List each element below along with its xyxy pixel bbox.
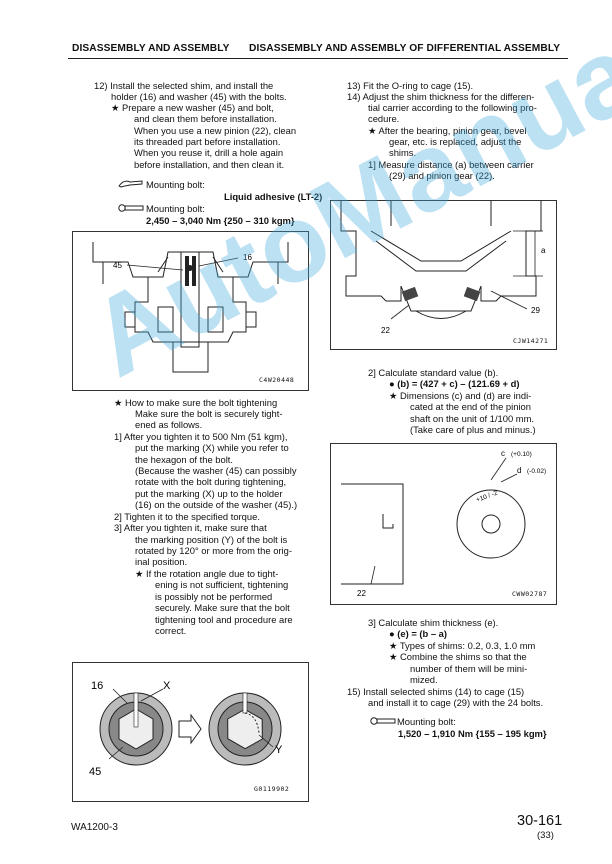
- fig3-label-c: c: [501, 449, 505, 458]
- right-line: ★ Types of shims: 0.2, 0.3, 1.0 mm: [389, 640, 536, 651]
- step12-line: before installation, and then clean it.: [134, 159, 285, 170]
- right-line: cated at the end of the pinion: [410, 401, 531, 412]
- step12-line: When you reuse it, drill a hole again: [134, 147, 284, 158]
- tightening-line: ening is not sufficient, tightening: [155, 579, 289, 590]
- fig4-label-16: 16: [91, 680, 103, 692]
- tightening-line: tightening tool and procedure are: [155, 614, 293, 625]
- right-line: 14) Adjust the shim thickness for the di…: [347, 91, 535, 102]
- tightening-line: inal position.: [135, 556, 188, 567]
- footer-model: WA1200-3: [71, 822, 118, 833]
- fig3-label-c-value: (+0.10): [511, 451, 532, 458]
- tightening-line: the marking position (Y) of the bolt is: [135, 534, 288, 545]
- right-line: mized.: [410, 674, 438, 685]
- torque-label-right: Mounting bolt:: [397, 716, 456, 727]
- fig3-caption: CWW02787: [512, 590, 548, 598]
- step12-line: holder (16) and washer (45) with the bol…: [111, 91, 287, 102]
- torque-label: Mounting bolt:: [146, 203, 205, 214]
- fig1-label-16: 16: [243, 253, 252, 262]
- right-line: (Take care of plus and minus.): [410, 424, 536, 435]
- fig2-label-29: 29: [531, 306, 540, 315]
- fig4-label-x: X: [163, 680, 171, 692]
- right-line: gear, etc. is replaced, adjust the: [389, 136, 522, 147]
- right-line: shaft on the unit of 1/100 mm.: [410, 413, 535, 424]
- header-page-title: DISASSEMBLY AND ASSEMBLY OF DIFFERENTIAL…: [249, 43, 561, 54]
- tightening-line: is possibly not be performed: [155, 591, 273, 602]
- torque-value-right: 1,520 – 1,910 Nm {155 – 195 kgm}: [398, 728, 547, 739]
- fig4-label-y: Y: [275, 744, 283, 756]
- footer-page-number: 30-161: [517, 813, 563, 829]
- tightening-line: rotated by 120° or more from the orig-: [135, 545, 292, 556]
- right-line: ★ Combine the shims so that the: [389, 651, 527, 662]
- right-line: (29) and pinion gear (22).: [389, 170, 495, 181]
- torque-value: 2,450 – 3,040 Nm {250 – 310 kgm}: [146, 215, 295, 226]
- tightening-line: correct.: [155, 625, 187, 636]
- torque-wrench-icon: [370, 717, 396, 725]
- figure-bolt-marking: 16 X 45 Y G0119902: [72, 662, 309, 802]
- tightening-line: (Because the washer (45) can possibly: [135, 465, 297, 476]
- tightening-line: the hexagon of the bolt.: [135, 454, 233, 465]
- right-line: tial carrier according to the following …: [368, 102, 537, 113]
- tightening-line: Make sure the bolt is securely tight-: [135, 408, 283, 419]
- tightening-line: ened as follows.: [135, 419, 203, 430]
- step12-line: its threaded part before installation.: [134, 136, 281, 147]
- bolt-marking-drawing: 16 X 45 Y: [89, 680, 283, 778]
- fig2-label-a: a: [541, 246, 546, 255]
- formula-b: ● (b) = (427 + c) – (121.69 + d): [389, 378, 520, 389]
- tightening-line: put the marking (X) while you refer to: [135, 442, 289, 453]
- tightening-line: 3] After you tighten it, make sure that: [114, 522, 267, 533]
- adhesive-value: Liquid adhesive (LT-2): [224, 191, 323, 202]
- right-line: cedure.: [368, 113, 400, 124]
- tightening-line: ★ If the rotation angle due to tight-: [135, 568, 279, 579]
- differential-drawing: 45 16: [92, 242, 289, 373]
- tightening-line: 1] After you tighten it to 500 Nm (51 kg…: [114, 431, 288, 442]
- step12-line: and clean them before installation.: [134, 113, 277, 124]
- pinion-end-drawing: c (+0.10) d (-0.02) +10 / -2 22: [341, 449, 546, 598]
- fig3-label-22: 22: [357, 589, 366, 598]
- right-line: 1] Measure distance (a) between carrier: [368, 159, 534, 170]
- fig4-label-45: 45: [89, 766, 101, 778]
- footer-sub-page: (33): [537, 830, 554, 841]
- tightening-line: rotate with the bolt during tightening,: [135, 476, 287, 487]
- step12-line: ★ Prepare a new washer (45) and bolt,: [111, 102, 274, 113]
- fig2-caption: CJW14271: [513, 337, 549, 345]
- right-line: ★ Dimensions (c) and (d) are indi-: [389, 390, 532, 401]
- step12-line: 12) Install the selected shim, and insta…: [94, 80, 274, 91]
- right-line: ★ After the bearing, pinion gear, bevel: [368, 125, 527, 136]
- fig1-caption: C4W20448: [259, 376, 295, 384]
- tightening-line: 2] Tighten it to the specified torque.: [114, 511, 260, 522]
- header-section-title: DISASSEMBLY AND ASSEMBLY: [72, 43, 230, 54]
- header-rule: [68, 58, 568, 59]
- carrier-drawing: a 29 22: [340, 201, 546, 335]
- figure-pinion-shaft-end: c (+0.10) d (-0.02) +10 / -2 22 CWW02787: [330, 443, 557, 605]
- adhesive-label: Mounting bolt:: [146, 179, 205, 190]
- right-line: and install it to cage (29) with the 24 …: [368, 697, 544, 708]
- fig2-label-22: 22: [381, 326, 390, 335]
- fig1-label-45: 45: [113, 261, 122, 270]
- tightening-line: put the marking (X) up to the holder: [135, 488, 283, 499]
- right-line: 3] Calculate shim thickness (e).: [368, 617, 499, 628]
- fig3-label-d: d: [517, 466, 521, 475]
- right-line: number of them will be mini-: [410, 663, 528, 674]
- formula-e: ● (e) = (b – a): [389, 628, 448, 639]
- right-line: 15) Install selected shims (14) to cage …: [347, 686, 525, 697]
- figure-differential-cross-section: 45 16 C4W20448: [72, 231, 309, 391]
- tightening-line: ★ How to make sure the bolt tightening: [114, 397, 278, 408]
- adhesive-icon: [118, 180, 143, 188]
- right-line: shims.: [389, 147, 417, 158]
- right-line: 2] Calculate standard value (b).: [368, 367, 499, 378]
- torque-wrench-icon: [118, 204, 144, 212]
- fig4-caption: G0119902: [254, 785, 290, 793]
- step12-line: When you use a new pinion (22), clean: [134, 125, 297, 136]
- right-line: 13) Fit the O-ring to cage (15).: [347, 80, 474, 91]
- figure-carrier-distance: a 29 22 CJW14271: [330, 200, 557, 350]
- tightening-line: securely. Make sure that the bolt: [155, 602, 290, 613]
- fig3-label-d-value: (-0.02): [527, 468, 546, 475]
- tightening-line: (16) on the outside of the washer (45).): [135, 499, 298, 510]
